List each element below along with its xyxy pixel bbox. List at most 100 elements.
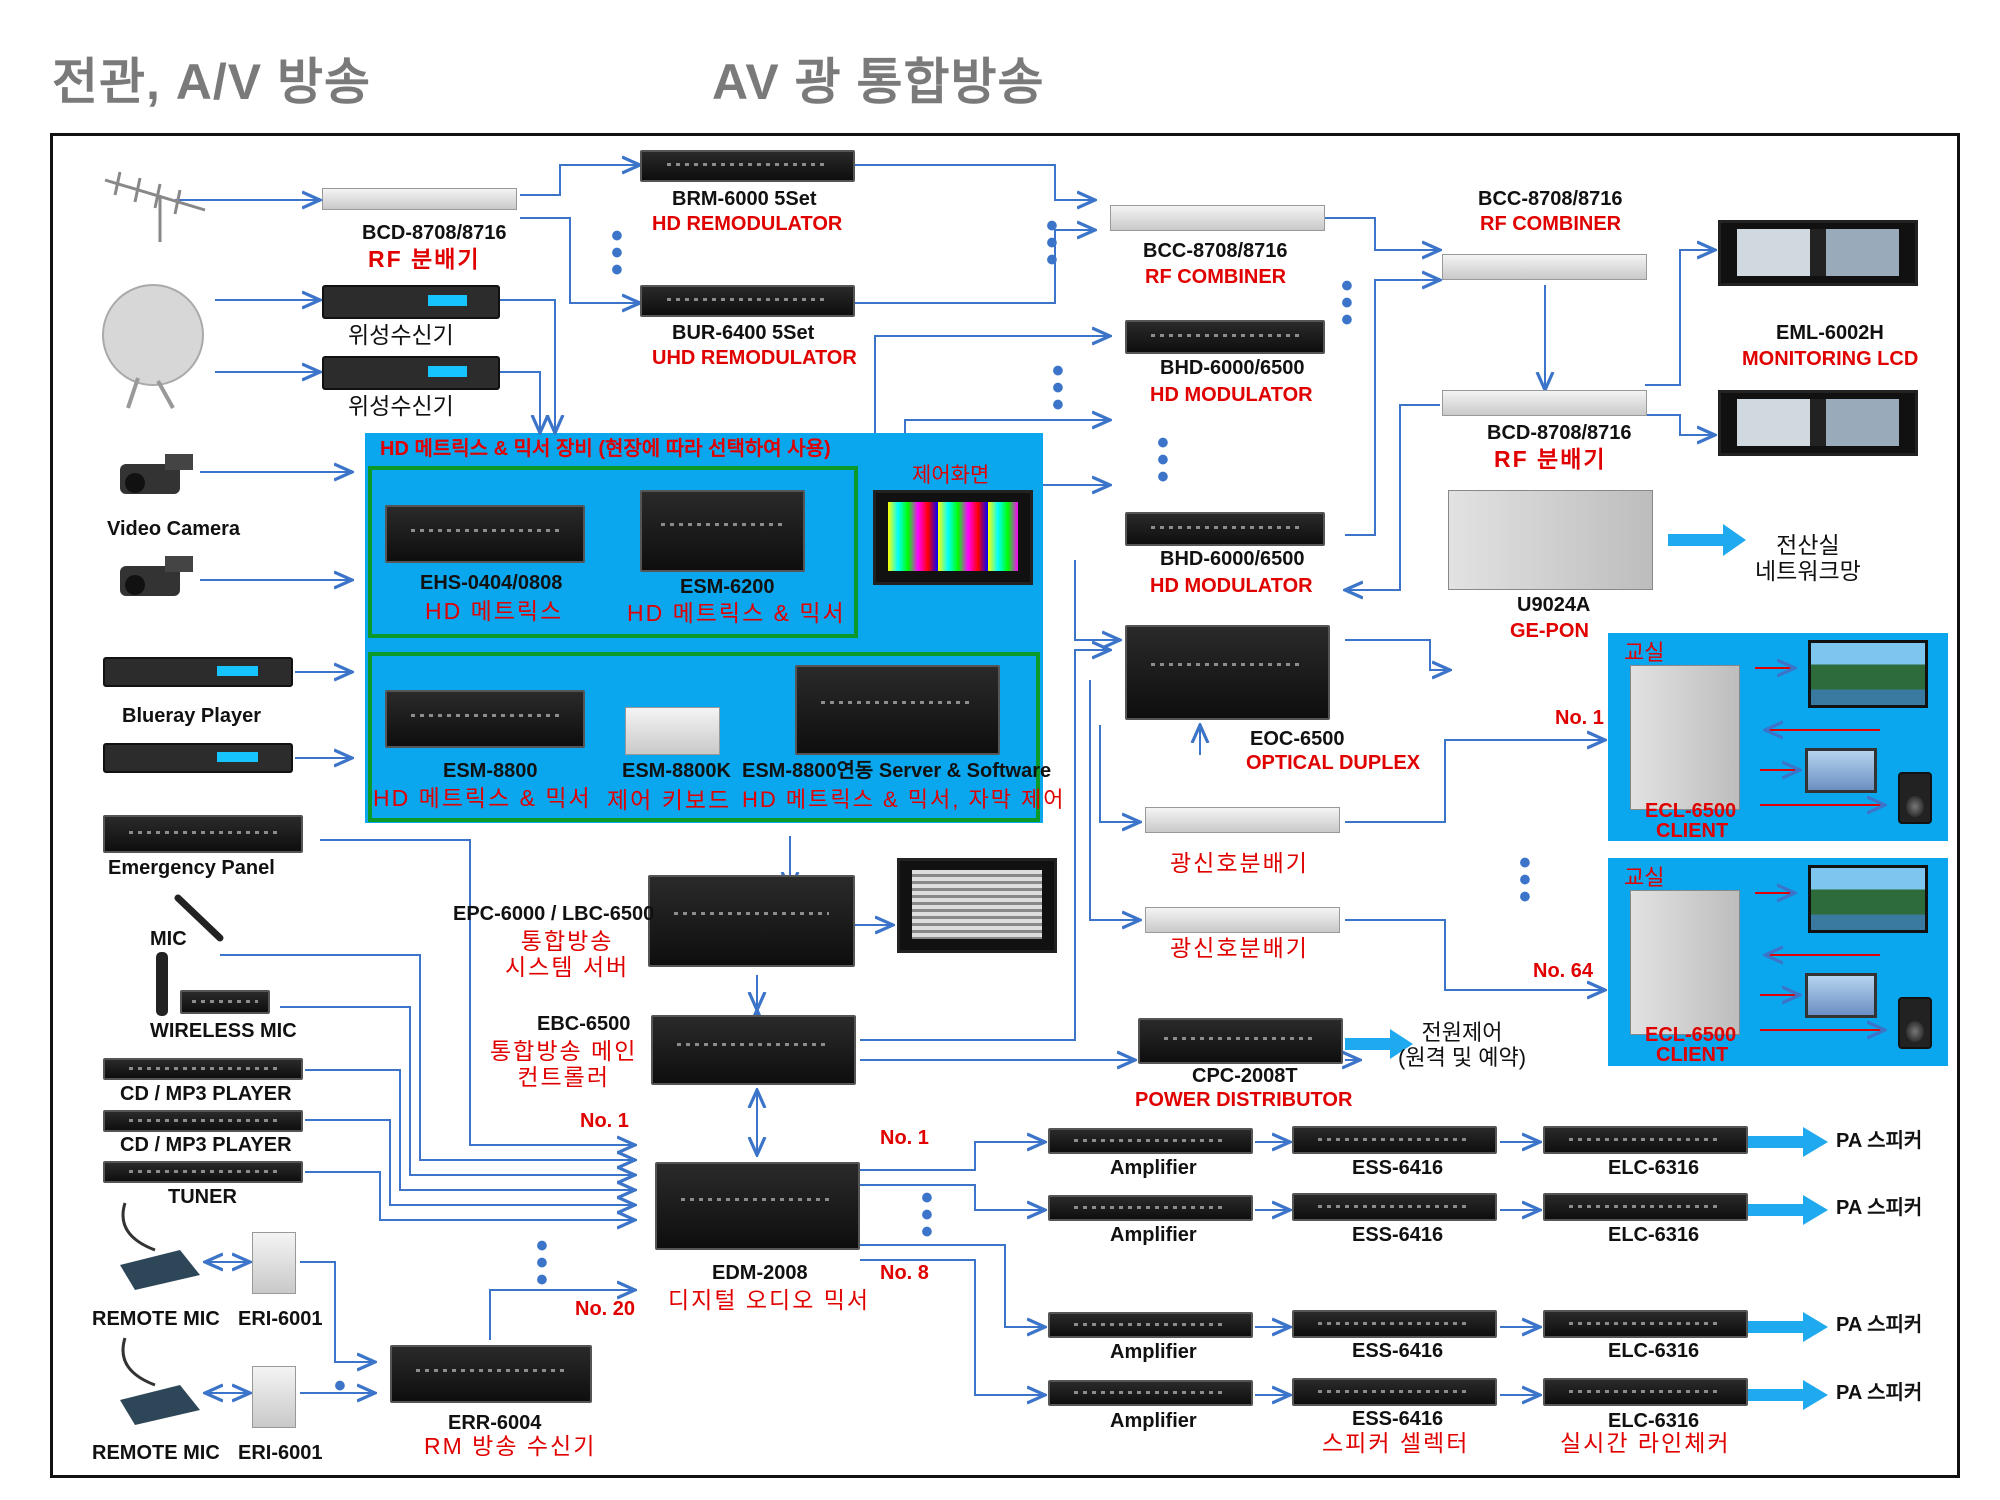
- ess-4-icon: [1292, 1378, 1497, 1406]
- wireless-mic-icon: [156, 952, 168, 1016]
- satellite-receiver-2-label: 위성수신기: [348, 393, 454, 419]
- ellipsis-dots: •••: [1046, 207, 1058, 279]
- wire: [305, 1171, 635, 1220]
- wire: [855, 164, 1095, 200]
- pa-1-amp: Amplifier: [1110, 1157, 1197, 1179]
- tuner-label: TUNER: [168, 1186, 237, 1208]
- elc-3-icon: [1543, 1310, 1748, 1338]
- ess-2-icon: [1292, 1193, 1497, 1221]
- bhd-2-model: BHD-6000/6500: [1160, 548, 1305, 570]
- bhd-1-model: BHD-6000/6500: [1160, 357, 1305, 379]
- remote-mic-2-label: REMOTE MIC: [92, 1442, 220, 1464]
- emergency-panel-icon: [103, 815, 303, 853]
- classroom-64-model: ECL-6500: [1645, 1024, 1737, 1046]
- diagram-frame: [50, 133, 1960, 1478]
- pa-2-out: PA 스피커: [1836, 1197, 1923, 1219]
- eoc-model: EOC-6500: [1250, 728, 1345, 750]
- satellite-receiver-2-icon: [322, 356, 500, 390]
- ellipsis-dots: •••: [611, 217, 623, 289]
- ellipsis-dots: •••: [1341, 267, 1353, 339]
- tuner-icon: [103, 1161, 303, 1183]
- monitoring-lcd-name: MONITORING LCD: [1742, 348, 1919, 370]
- amplifier-2-icon: [1048, 1195, 1253, 1221]
- esm-server-name: HD 메트릭스 & 믹서, 자막 제어: [742, 787, 1066, 812]
- elc-2-icon: [1543, 1193, 1748, 1221]
- wire: [1345, 740, 1605, 823]
- rf-splitter-left-name: RF 분배기: [368, 246, 481, 272]
- pa-4-ess: ESS-6416: [1352, 1408, 1444, 1430]
- esm8800-model: ESM-8800: [443, 760, 538, 782]
- wire: [860, 1259, 1045, 1395]
- video-camera-1-icon: [120, 454, 193, 494]
- amplifier-1-icon: [1048, 1128, 1253, 1154]
- esm8800-name: HD 메트릭스 & 믹서: [373, 785, 592, 811]
- power-control-label: 전원제어 (원격 및 예약): [1398, 1020, 1527, 1071]
- ehs-model: EHS-0404/0808: [420, 572, 563, 594]
- rf-splitter-right-icon: [1442, 390, 1647, 416]
- elc-1-icon: [1543, 1126, 1748, 1154]
- matrix-group-lower: [368, 652, 1040, 822]
- monitoring-lcd-1-icon: [1718, 220, 1918, 286]
- mic-icon: [174, 894, 224, 942]
- wire: [1345, 639, 1450, 670]
- gepon-model: U9024A: [1517, 594, 1591, 616]
- amplifier-3-icon: [1048, 1312, 1253, 1338]
- classroom-1-speaker-icon: [1898, 772, 1932, 824]
- bhd-2-name: HD MODULATOR: [1150, 575, 1313, 597]
- satellite-receiver-1-label: 위성수신기: [348, 322, 454, 348]
- wire: [489, 1290, 635, 1340]
- wire: [220, 954, 635, 1160]
- optical-splitter-1-label: 광신호분배기: [1170, 850, 1309, 876]
- edm-mixer-icon: [655, 1162, 860, 1250]
- bur-model: BUR-6400 5Set: [672, 322, 815, 344]
- rf-combiner-mid-icon: [1110, 205, 1325, 231]
- wire: [1345, 919, 1605, 990]
- classroom-64-speaker-icon: [1898, 997, 1932, 1049]
- video-camera-2-icon: [120, 556, 193, 596]
- power-arrow: [1345, 1029, 1413, 1059]
- network-arrow: [1668, 524, 1746, 556]
- output-no8: No. 8: [880, 1262, 929, 1284]
- wire: [1645, 414, 1715, 435]
- bhd-modulator-2-icon: [1125, 512, 1325, 546]
- rf-splitter-left-model: BCD-8708/8716: [362, 222, 507, 244]
- rf-combiner-right-name: RF COMBINER: [1480, 213, 1622, 235]
- pa-1-out: PA 스피커: [1836, 1130, 1923, 1152]
- esm6200-icon: [640, 490, 805, 572]
- wire: [500, 371, 540, 433]
- wireless-mic-receiver-icon: [180, 990, 270, 1014]
- edm-name: 디지털 오디오 믹서: [668, 1287, 871, 1313]
- esm-server-model: ESM-8800연동 Server & Software: [742, 760, 1052, 782]
- matrix-panel-title: HD 메트릭스 & 믹서 장비 (현장에 따라 선택하여 사용): [380, 438, 831, 460]
- classroom-1-no: No. 1: [1555, 707, 1604, 729]
- esm8800-icon: [385, 690, 585, 748]
- remote-mic-1-label: REMOTE MIC: [92, 1308, 220, 1330]
- rf-combiner-mid-model: BCC-8708/8716: [1143, 240, 1288, 262]
- input-no1: No. 1: [580, 1110, 629, 1132]
- rf-splitter-left-icon: [322, 188, 517, 210]
- classroom-1-title: 교실: [1624, 640, 1665, 665]
- classroom-1-sub: CLIENT: [1656, 820, 1729, 842]
- eoc-name: OPTICAL DUPLEX: [1246, 752, 1421, 774]
- err-receiver-icon: [390, 1345, 592, 1403]
- epc-server-icon: [648, 875, 855, 967]
- pa-arrow-4: [1748, 1380, 1828, 1410]
- output-no1: No. 1: [880, 1127, 929, 1149]
- epc-name: 통합방송 시스템 서버: [505, 928, 630, 981]
- wire: [860, 1244, 1045, 1327]
- wire: [904, 420, 1110, 433]
- network-label: 전산실 네트워크망: [1755, 532, 1861, 585]
- esm8800k-keyboard-icon: [625, 707, 720, 755]
- monitoring-lcd-2-icon: [1718, 390, 1918, 456]
- cd-mp3-2-icon: [103, 1110, 303, 1132]
- wire: [860, 650, 1110, 1041]
- esm-server-icon: [795, 665, 1000, 755]
- wire: [1089, 680, 1140, 920]
- ellipsis-dots: •••: [1157, 424, 1169, 496]
- remote-mic-1-icon: [120, 1202, 200, 1290]
- pa-arrow-2: [1748, 1195, 1828, 1225]
- wire: [520, 217, 640, 303]
- wire: [1345, 280, 1440, 536]
- pa-1-ess: ESS-6416: [1352, 1157, 1444, 1179]
- cpc-model: CPC-2008T: [1192, 1065, 1298, 1087]
